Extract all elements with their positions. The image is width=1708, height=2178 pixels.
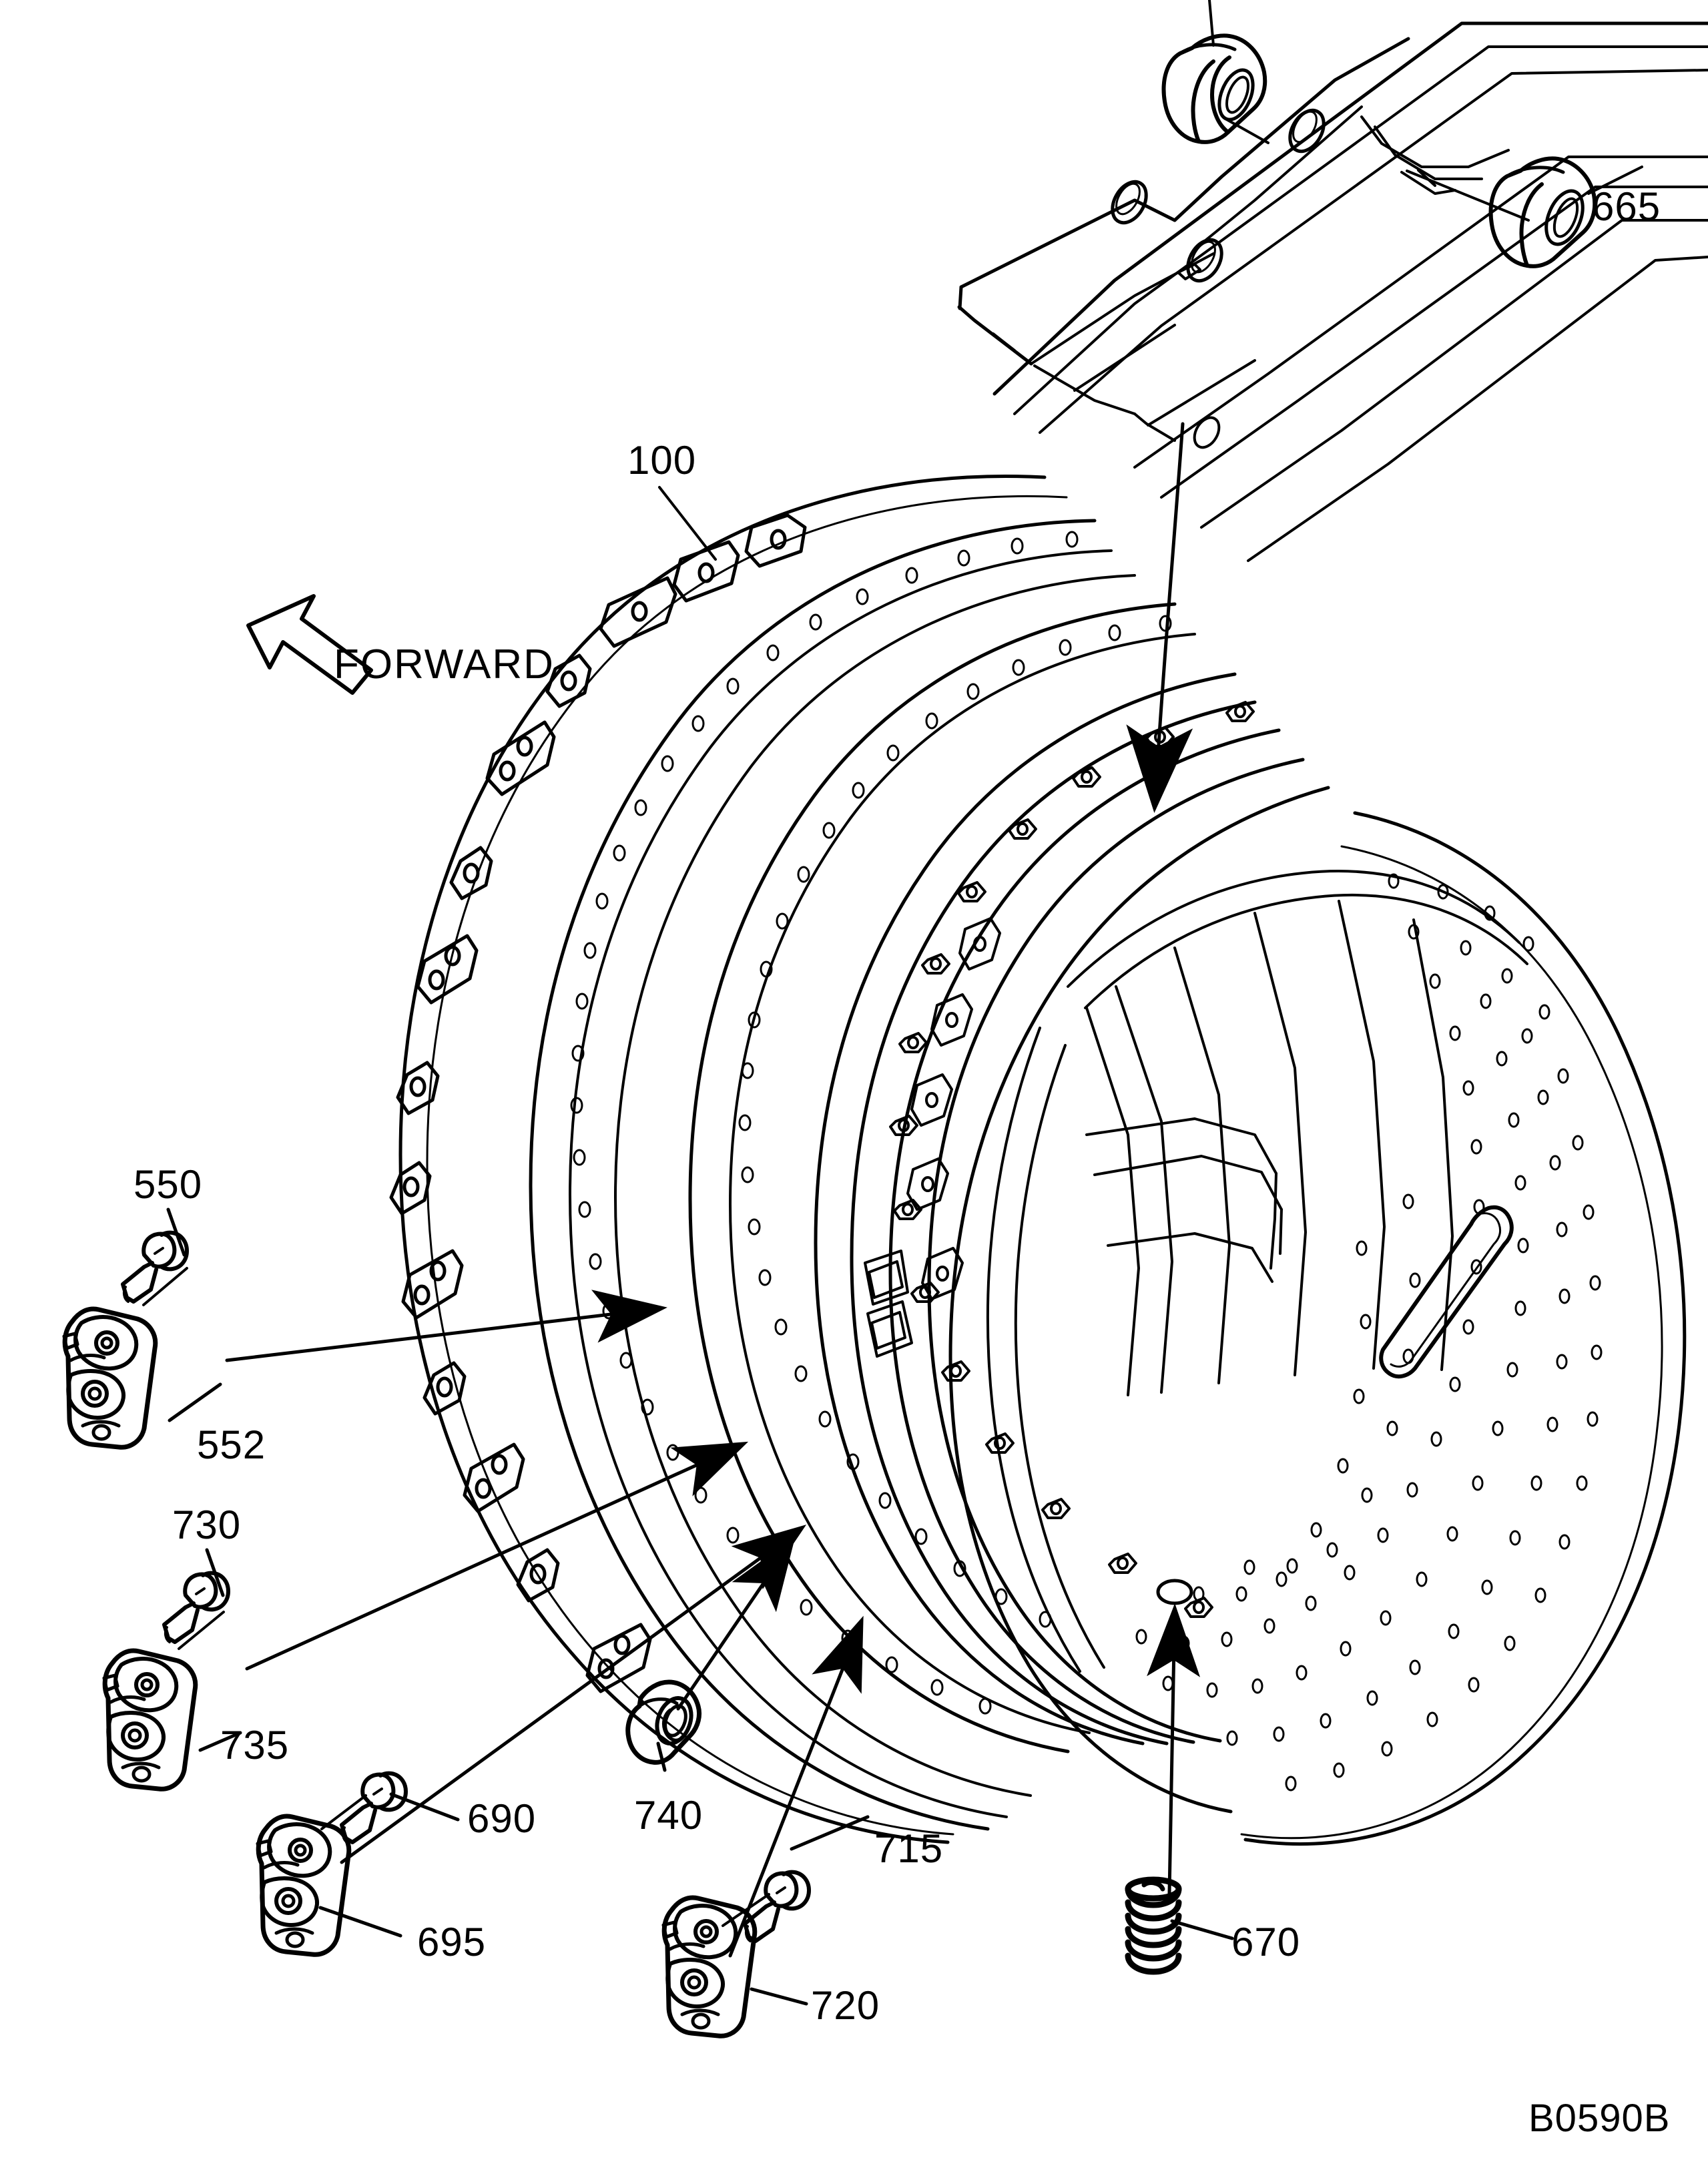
bolt-730 bbox=[162, 1571, 230, 1644]
drilled-holes bbox=[1135, 873, 1603, 1792]
bolt-715 bbox=[743, 1870, 811, 1943]
mount-rail-detail bbox=[957, 21, 1708, 562]
bracket-720 bbox=[661, 1895, 758, 2038]
forward-arrow-icon bbox=[246, 594, 373, 695]
flange-tangs bbox=[906, 917, 1001, 1300]
aft-casing-shell bbox=[948, 786, 1687, 1846]
assembly-locator-leaders bbox=[225, 1290, 1201, 1958]
callout-690[interactable]: 690 bbox=[467, 1796, 537, 1841]
access-slot bbox=[1379, 1205, 1514, 1379]
bracket-552 bbox=[62, 1306, 158, 1450]
bolt-550 bbox=[121, 1230, 189, 1304]
callout-670[interactable]: 670 bbox=[1231, 1920, 1301, 1964]
flange-bolt-heads bbox=[889, 701, 1255, 1618]
aft-casing-bore bbox=[986, 870, 1528, 1673]
flange-boss-plate bbox=[864, 1250, 913, 1358]
bracket-735 bbox=[102, 1648, 198, 1792]
forward-direction-label: FORWARD bbox=[334, 641, 555, 688]
internal-struts bbox=[1085, 900, 1454, 1396]
figure-id-label: B0590B bbox=[1528, 2097, 1671, 2140]
bushing-665-upper bbox=[1161, 0, 1269, 144]
callout-100[interactable]: 100 bbox=[627, 438, 697, 483]
bushing-665-lower bbox=[1488, 156, 1597, 268]
coil-spring-670 bbox=[1125, 1876, 1182, 1975]
forward-flange-lugs bbox=[389, 513, 807, 1693]
callout-720[interactable]: 720 bbox=[811, 1983, 880, 2028]
leader-lines bbox=[166, 486, 1234, 2006]
callout-552[interactable]: 552 bbox=[197, 1422, 266, 1467]
fan-case-assembly bbox=[389, 474, 1687, 1846]
leader-665-to-hole bbox=[1406, 170, 1530, 222]
callout-740[interactable]: 740 bbox=[634, 1793, 703, 1838]
spring-insert-hole bbox=[1156, 1579, 1193, 1605]
callout-730[interactable]: 730 bbox=[172, 1503, 242, 1547]
grommet-740 bbox=[625, 1679, 702, 1765]
leader-665-label bbox=[1587, 166, 1643, 195]
callout-695[interactable]: 695 bbox=[417, 1920, 487, 1964]
bolt-insert-leaders bbox=[142, 1267, 770, 1927]
callout-665[interactable]: 665 bbox=[1592, 184, 1661, 229]
detail-view-locator-arrow bbox=[1126, 422, 1193, 813]
bracket-695 bbox=[256, 1814, 352, 1957]
callout-735[interactable]: 735 bbox=[220, 1723, 290, 1767]
callout-550[interactable]: 550 bbox=[133, 1162, 203, 1207]
callout-715[interactable]: 715 bbox=[874, 1826, 944, 1871]
